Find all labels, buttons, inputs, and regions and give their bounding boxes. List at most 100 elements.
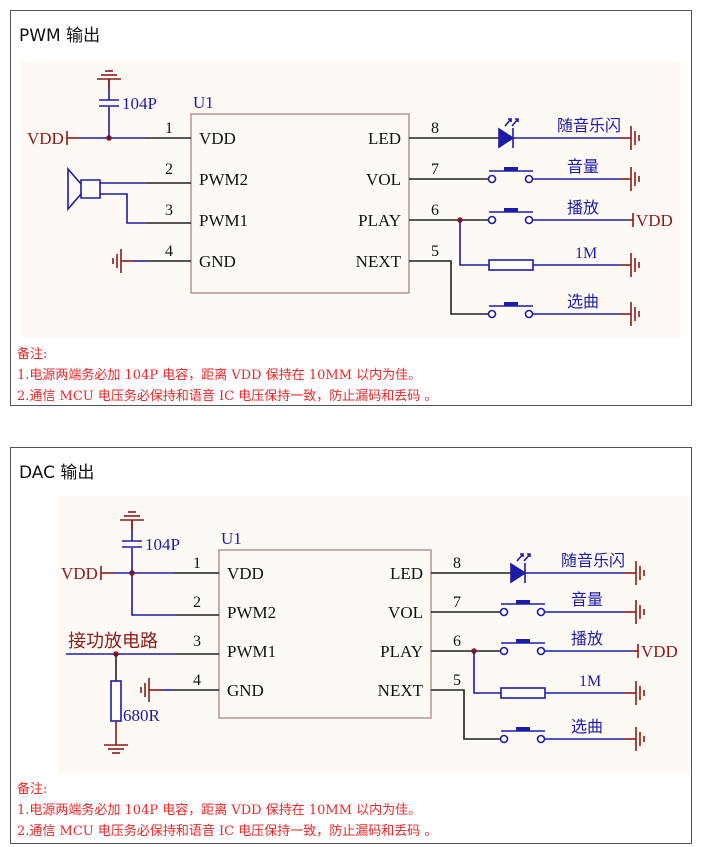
chip-ref: U1 [193,93,214,112]
switch-icon [487,215,497,225]
switch-icon [487,174,497,184]
pin-name: LED [368,129,401,148]
chip-ref: U1 [221,529,242,548]
switch-icon [536,607,546,617]
note-1: 1.电源两端务必加 104P 电容，距离 VDD 保持在 10MM 以内为佳。 [17,803,422,818]
notes-heading: 备注: [17,347,48,362]
pin-number: 3 [193,633,201,650]
led-icon [504,118,512,127]
switch-icon [499,734,509,744]
switch-icon [516,727,530,731]
speaker-icon [67,166,82,212]
pin-name: VDD [227,564,264,583]
resistor-icon [500,687,546,699]
switch-icon [499,646,509,656]
notes: 备注: 1.电源两端务必加 104P 电容，距离 VDD 保持在 10MM 以内… [17,779,437,842]
pin-number: 1 [193,555,201,572]
chip-u1 [190,113,410,294]
pin-name: PWM2 [199,170,248,189]
wire [100,193,146,224]
amp-label: 接功放电路 [68,631,158,652]
pin-number: 8 [431,120,439,137]
pin-name: VOL [388,603,423,622]
pin-name: PWM1 [199,211,248,230]
wire [131,575,176,616]
vol-label: 音量 [567,157,599,176]
pin-number: 5 [453,672,461,689]
led-icon [516,553,524,562]
pin-name: VDD [199,129,236,148]
pin-number: 2 [165,161,173,178]
led-label: 随音乐闪 [557,116,621,135]
panel-title: PWM 输出 [19,26,101,46]
schematic-background [58,496,689,774]
pin-number: 6 [453,633,461,650]
pin-name: PLAY [358,211,401,230]
chip-u1 [218,549,432,719]
switch-icon [536,734,546,744]
pin-name: NEXT [378,681,424,700]
pin-name: GND [227,681,264,700]
pin-number: 4 [165,243,173,260]
switch-icon [504,208,518,212]
switch-icon [524,309,534,319]
pin-number: 3 [165,202,173,219]
vol-label: 音量 [571,590,603,609]
pin-number: 6 [431,202,439,219]
capacitor-label: 104P [122,94,157,113]
vdd-label: VDD [61,564,98,583]
switch-icon [516,639,530,643]
led-icon [510,562,527,584]
pin-name: PWM1 [227,642,276,661]
pin-name: VOL [366,170,401,189]
resistor-icon [110,680,122,722]
wire [459,220,489,266]
pin-number: 2 [193,594,201,611]
pin-name: PWM2 [227,603,276,622]
capacitor-label: 104P [145,535,180,554]
panel-title: DAC 输出 [19,463,95,483]
switch-icon [504,167,518,171]
note-2: 2.通信 MCU 电压务必保持和语音 IC 电压保持一致，防止漏码和丢码 。 [17,824,438,839]
resistor-label: 1M [579,673,601,690]
switch-icon [499,607,509,617]
switch-icon [524,174,534,184]
next-label: 选曲 [571,717,603,736]
wire [431,689,501,740]
notes: 备注: 1.电源两端务必加 104P 电容，距离 VDD 保持在 10MM 以内… [17,344,437,407]
play-label: 播放 [571,629,603,648]
pin-name: GND [199,252,236,271]
pin-number: 1 [165,120,173,137]
note-2: 2.通信 MCU 电压务必保持和语音 IC 电压保持一致，防止漏码和丢码 。 [17,389,438,404]
pin-number: 4 [193,672,201,689]
vdd-label: VDD [636,211,673,230]
note-1: 1.电源两端务必加 104P 电容，距离 VDD 保持在 10MM 以内为佳。 [17,368,422,383]
switch-icon [504,302,518,306]
vdd-label: VDD [27,129,64,148]
vdd-label: VDD [641,642,678,661]
amp-resistor-label: 680R [123,706,161,725]
pin-number: 7 [431,161,439,178]
switch-icon [524,215,534,225]
switch-icon [516,600,530,604]
led-icon [511,118,519,127]
play-label: 播放 [567,198,599,217]
wire [473,651,501,694]
wire [409,260,489,315]
speaker-icon [80,179,101,199]
pin-number: 5 [431,243,439,260]
pin-number: 7 [453,594,461,611]
led-label: 随音乐闪 [561,551,625,570]
resistor-label: 1M [575,245,597,262]
led-icon [498,127,515,149]
pin-number: 8 [453,555,461,572]
pin-name: NEXT [356,252,402,271]
notes-heading: 备注: [17,782,48,797]
pin-name: LED [390,564,423,583]
dac-schematic: U1VDD1LED8PWM22VOL7PWM13PLAY6GND4NEXT5VD… [58,496,689,774]
next-label: 选曲 [567,292,599,311]
led-icon [523,553,531,562]
